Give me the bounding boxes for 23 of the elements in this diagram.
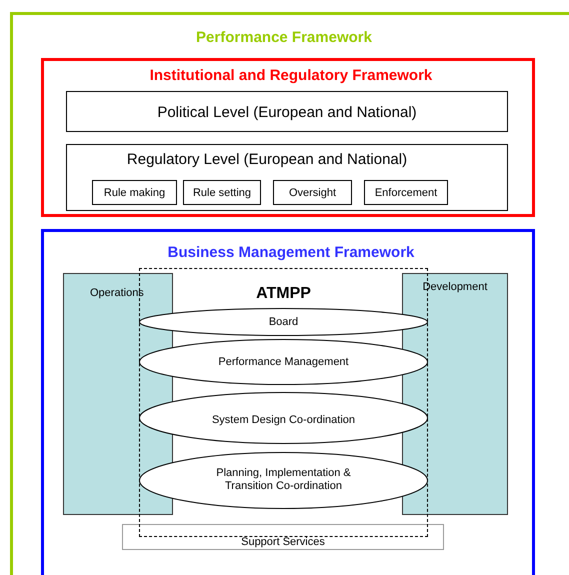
function-box: Rule setting [183, 180, 261, 205]
layer-label: Planning, Implementation & Transition Co-ordination [215, 467, 352, 492]
framework-panel [41, 58, 535, 217]
layer-ellipse [139, 452, 428, 509]
framework-panel [41, 229, 535, 575]
panel-heading: Performance Framework [195, 29, 373, 46]
layer-label: Performance Management [217, 356, 350, 369]
function-box: Oversight [273, 180, 352, 205]
layer-label: Board [268, 316, 300, 329]
layer-ellipse [139, 308, 428, 336]
service-bar: Support Services [122, 524, 444, 550]
function-box: Rule making [92, 180, 177, 205]
layer-ellipse [139, 392, 428, 444]
panel-heading: Business Management Framework [166, 244, 416, 262]
panel-heading: Institutional and Regulatory Framework [148, 67, 434, 84]
domain-column: Development [402, 273, 508, 515]
layer-ellipse [139, 339, 428, 385]
level-box: Political Level (European and National) [66, 91, 508, 132]
framework-panel [10, 12, 569, 575]
level-box [66, 144, 508, 211]
layer-label: System Design Co-ordination [210, 414, 356, 427]
level-label: Regulatory Level (European and National) [126, 151, 408, 168]
function-box: Enforcement [364, 180, 448, 205]
